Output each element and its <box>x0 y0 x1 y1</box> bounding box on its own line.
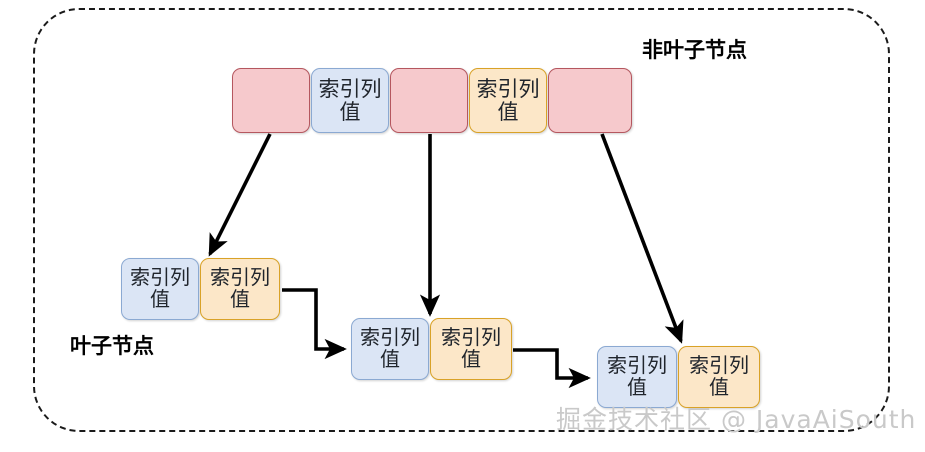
leaf-2-key-cell-1[interactable]: 索引列 值 <box>351 318 429 380</box>
root-pointer-cell-2[interactable] <box>390 68 468 133</box>
root-key-cell-2[interactable]: 索引列 值 <box>469 68 547 133</box>
root-key-cell-1[interactable]: 索引列 值 <box>311 68 389 133</box>
label-leaf-node: 叶子节点 <box>70 334 154 358</box>
leaf-1-key-cell-1[interactable]: 索引列 值 <box>121 258 199 320</box>
root-pointer-cell-1[interactable] <box>232 68 310 133</box>
leaf-2-key-cell-2[interactable]: 索引列 值 <box>430 318 512 380</box>
root-pointer-cell-3[interactable] <box>548 68 632 133</box>
label-nonleaf-node: 非叶子节点 <box>642 38 747 62</box>
watermark-text: 掘金技术社区 @ JavaAiSouth <box>556 405 917 434</box>
leaf-3-key-cell-1[interactable]: 索引列 值 <box>597 346 677 408</box>
diagram-outer-border <box>33 8 890 432</box>
leaf-3-key-cell-2[interactable]: 索引列 值 <box>678 346 760 408</box>
leaf-1-key-cell-2[interactable]: 索引列 值 <box>200 258 280 320</box>
